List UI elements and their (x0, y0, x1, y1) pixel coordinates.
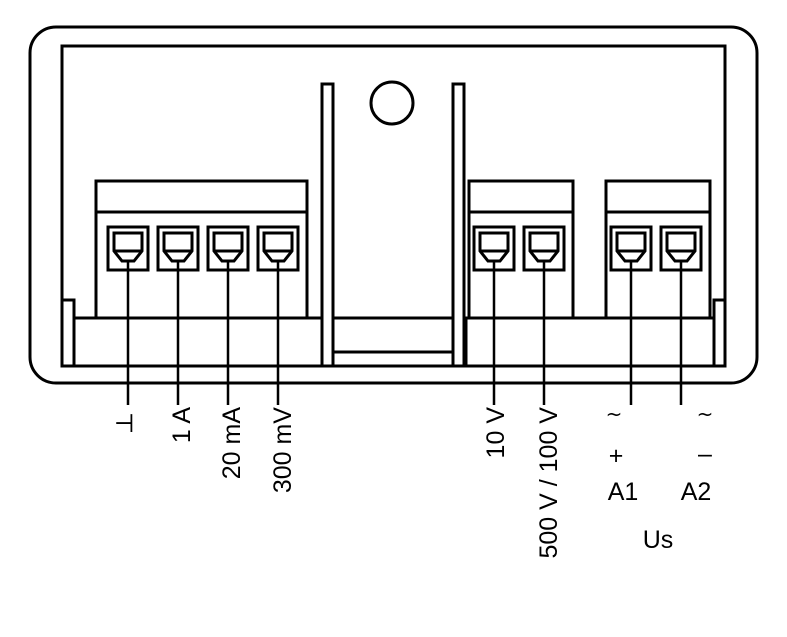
terminal-block-right (604, 179, 712, 320)
screw-terminals (106, 225, 703, 405)
mounting-hole (369, 80, 415, 126)
label-1a: 1 A (168, 407, 196, 443)
screw-terminal-t2 (156, 225, 200, 405)
screw-terminal-t4 (256, 225, 300, 405)
terminal-block-left (94, 179, 309, 320)
label-500v-100v: 500 V / 100 V (535, 407, 563, 559)
ac-symbol-a2: ~ (697, 402, 714, 426)
housing-inner (60, 44, 727, 368)
label-20ma: 20 mA (218, 407, 246, 480)
polarity-minus: – (698, 440, 712, 468)
label-a1: A1 (608, 478, 639, 506)
screw-terminal-t1 (106, 225, 150, 405)
label-supply-us: Us (643, 526, 674, 554)
label-ground-symbol: ┴ (116, 414, 145, 433)
screw-terminal-t3 (206, 225, 250, 405)
center-bracket (320, 80, 466, 368)
screw-terminal-t8 (659, 225, 703, 405)
screw-terminal-t7 (609, 225, 653, 405)
screw-terminal-t5 (472, 225, 516, 405)
label-300mv: 300 mV (269, 407, 297, 493)
screw-terminal-t6 (522, 225, 566, 405)
terminal-labels: ┴ 1 A 20 mA 300 mV 10 V 500 V / 100 V ~ … (116, 402, 713, 559)
base-rail (62, 298, 725, 366)
ac-symbol-a1: ~ (606, 402, 623, 426)
label-10v: 10 V (482, 407, 510, 459)
housing-outer (28, 25, 759, 385)
terminal-block-middle (467, 179, 575, 320)
polarity-plus: + (609, 442, 624, 470)
label-a2: A2 (681, 478, 712, 506)
